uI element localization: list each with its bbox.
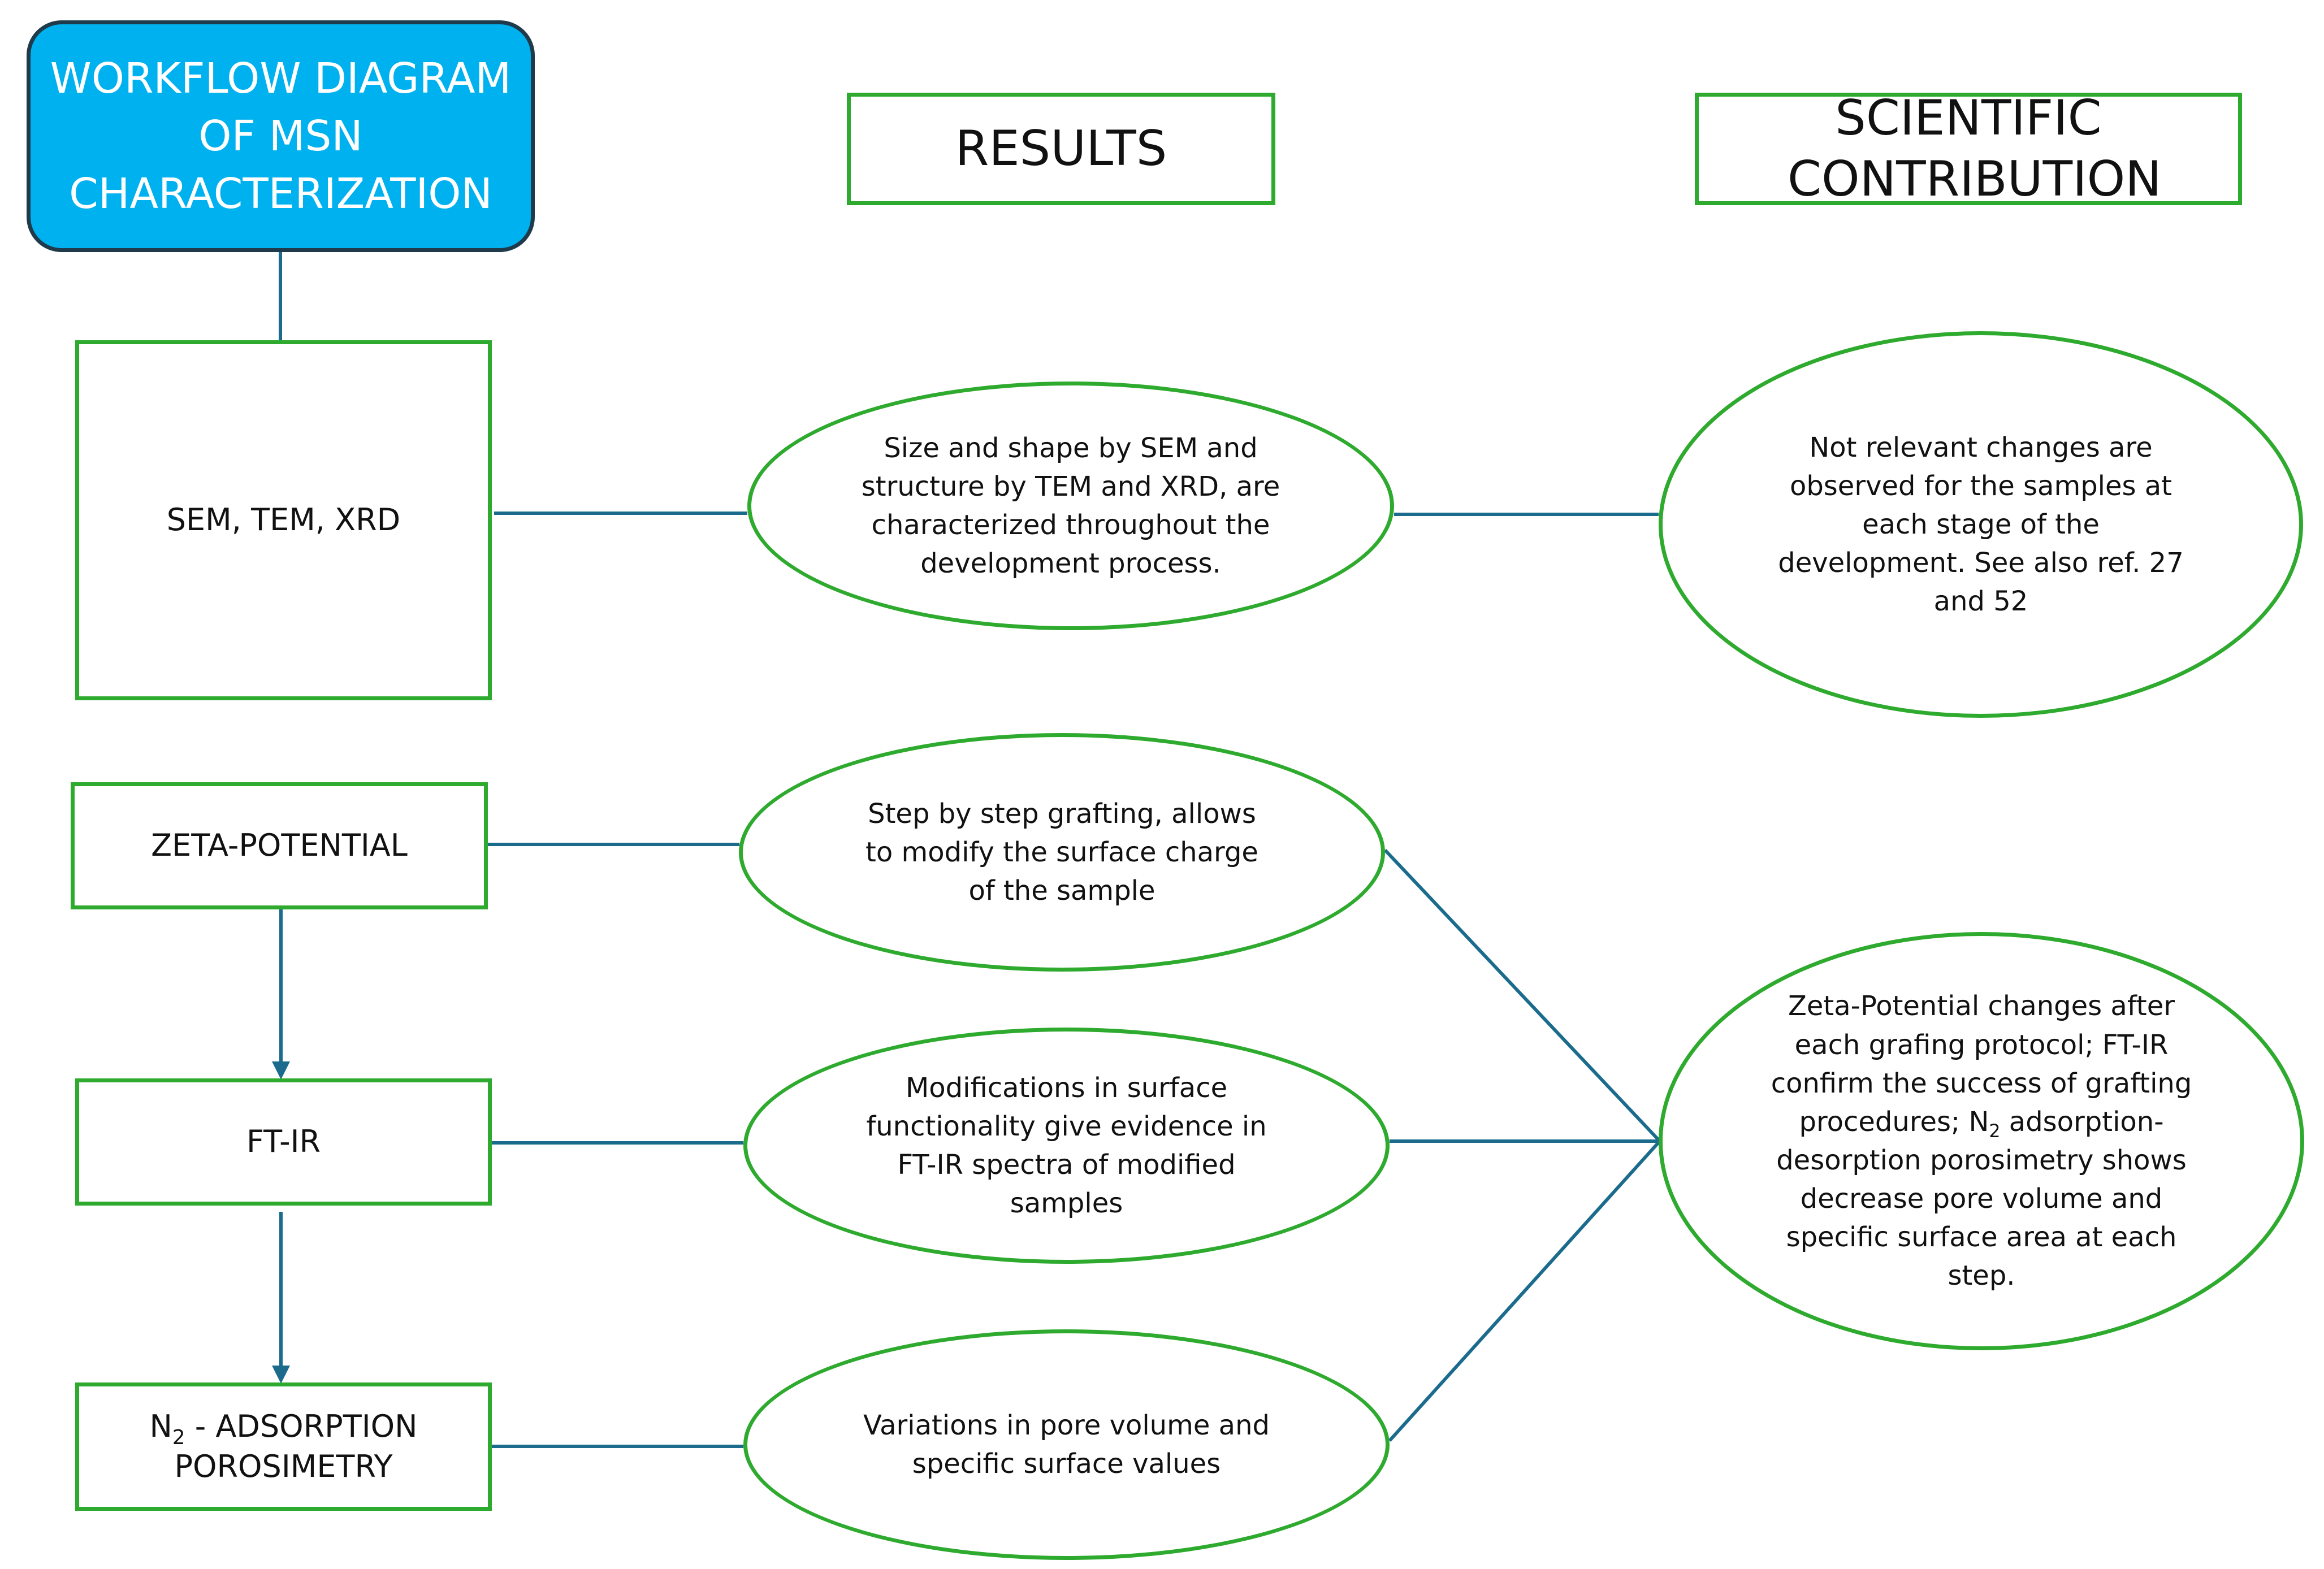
result-ftir-text: Modifications in surface functionality g… <box>866 1072 1267 1220</box>
contribution-grafting-text: Zeta-Potential changes after each grafin… <box>1771 990 2192 1292</box>
technique-ft-ir-label: FT-IR <box>246 1124 321 1160</box>
results-header: RESULTS <box>847 93 1275 205</box>
result-ftir-ellipse: Modifications in surface functionality g… <box>743 1028 1390 1264</box>
arrowhead-ftir <box>272 1061 290 1080</box>
contribution-grafting-ellipse: Zeta-Potential changes after each grafin… <box>1659 932 2304 1350</box>
result-zeta-text: Step by step grafting, allows to modify … <box>865 797 1258 907</box>
result-n2-ellipse: Variations in pore volume and specific s… <box>743 1329 1390 1560</box>
technique-ft-ir: FT-IR <box>75 1078 492 1206</box>
technique-sem-tem-xrd-label: SEM, TEM, XRD <box>166 502 401 538</box>
contribution-sem-ellipse: Not relevant changes are observed for th… <box>1659 331 2303 718</box>
contribution-sem-text: Not relevant changes are observed for th… <box>1778 431 2184 618</box>
results-header-text: RESULTS <box>955 120 1167 177</box>
technique-sem-tem-xrd: SEM, TEM, XRD <box>75 340 492 700</box>
scientific-contribution-header: SCIENTIFIC CONTRIBUTION <box>1695 90 2242 207</box>
technique-zeta-potential: ZETA-POTENTIAL <box>71 782 488 909</box>
scientific-contribution-header-text: SCIENTIFIC CONTRIBUTION <box>1788 90 2162 207</box>
result-sem-text: Size and shape by SEM and structure by T… <box>861 432 1280 580</box>
diagram-title: WORKFLOW DIAGRAM OF MSN CHARACTERIZATION <box>27 20 535 252</box>
technique-n2-adsorption: N2 - ADSORPTION POROSIMETRY <box>75 1382 492 1511</box>
result-n2-text: Variations in pore volume and specific s… <box>863 1409 1270 1480</box>
technique-n2-adsorption-label: N2 - ADSORPTION POROSIMETRY <box>149 1408 418 1484</box>
technique-zeta-potential-label: ZETA-POTENTIAL <box>151 827 408 864</box>
diagram-title-text: WORKFLOW DIAGRAM OF MSN CHARACTERIZATION <box>50 54 512 219</box>
result-sem-ellipse: Size and shape by SEM and structure by T… <box>747 382 1394 630</box>
arrowhead-n2 <box>272 1366 290 1384</box>
connector-zeta-result-to-contribution <box>1383 848 1661 1143</box>
connector-n2-result-to-contribution <box>1388 1139 1661 1442</box>
result-zeta-ellipse: Step by step grafting, allows to modify … <box>739 733 1385 972</box>
